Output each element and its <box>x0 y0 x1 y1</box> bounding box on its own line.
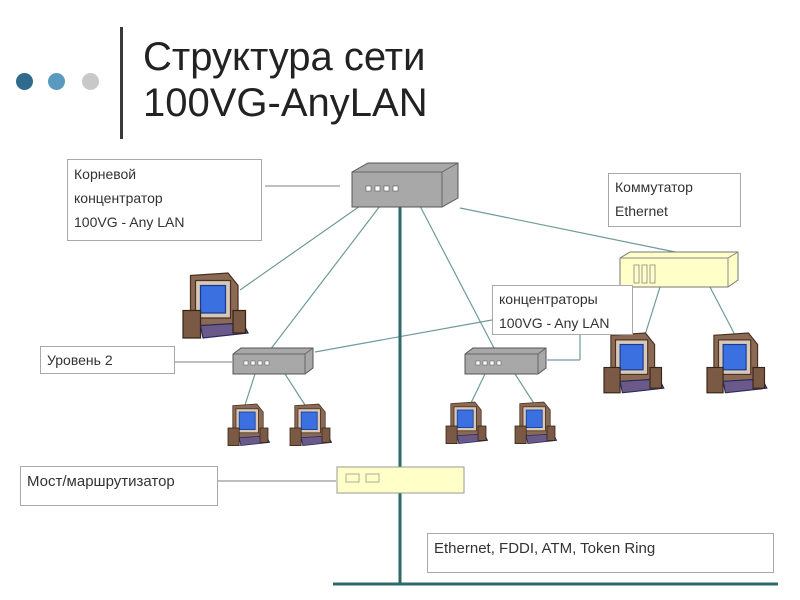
label-ethernet-switch: Коммутатор Ethernet <box>608 173 741 227</box>
label-level2: Уровень 2 <box>40 346 175 374</box>
level2-hub-left <box>232 347 314 375</box>
link-root-hub-left <box>269 205 381 351</box>
decor-dot-2 <box>48 73 65 90</box>
link-root-pc <box>239 205 361 291</box>
ethernet-switch-device <box>619 251 739 288</box>
pc-hub-left-2 <box>289 403 333 447</box>
link-hub-left-label <box>314 319 493 353</box>
link-root-switch <box>459 207 681 254</box>
level2-hub-right <box>464 347 547 375</box>
root-hub-device <box>351 162 459 208</box>
connection-lines <box>175 185 736 482</box>
title-divider <box>120 27 123 139</box>
pc-hub-right-2 <box>514 401 557 445</box>
title-line-2: 100VG-AnyLAN <box>143 81 428 125</box>
label-hubs: концентраторы 100VG - Any LAN <box>492 285 633 335</box>
bridge-router-device <box>336 466 465 494</box>
label-backbone: Ethernet, FDDI, ATM, Token Ring <box>427 533 774 573</box>
decor-dot-1 <box>16 73 33 90</box>
decor-dot-3 <box>82 73 99 90</box>
pc-switch-2 <box>706 332 768 394</box>
page-title: Структура сети 100VG-AnyLAN <box>143 34 428 126</box>
link-root-hub-right <box>419 205 496 351</box>
pc-root <box>182 272 249 339</box>
pc-hub-left-1 <box>227 403 271 447</box>
pc-switch-1 <box>603 332 665 394</box>
label-root-hub: Корневой концентратор 100VG - Any LAN <box>67 159 262 241</box>
title-line-1: Структура сети <box>143 35 426 79</box>
label-bridge-router: Мост/маршрутизатор <box>20 466 218 506</box>
pc-hub-right-1 <box>445 401 489 445</box>
